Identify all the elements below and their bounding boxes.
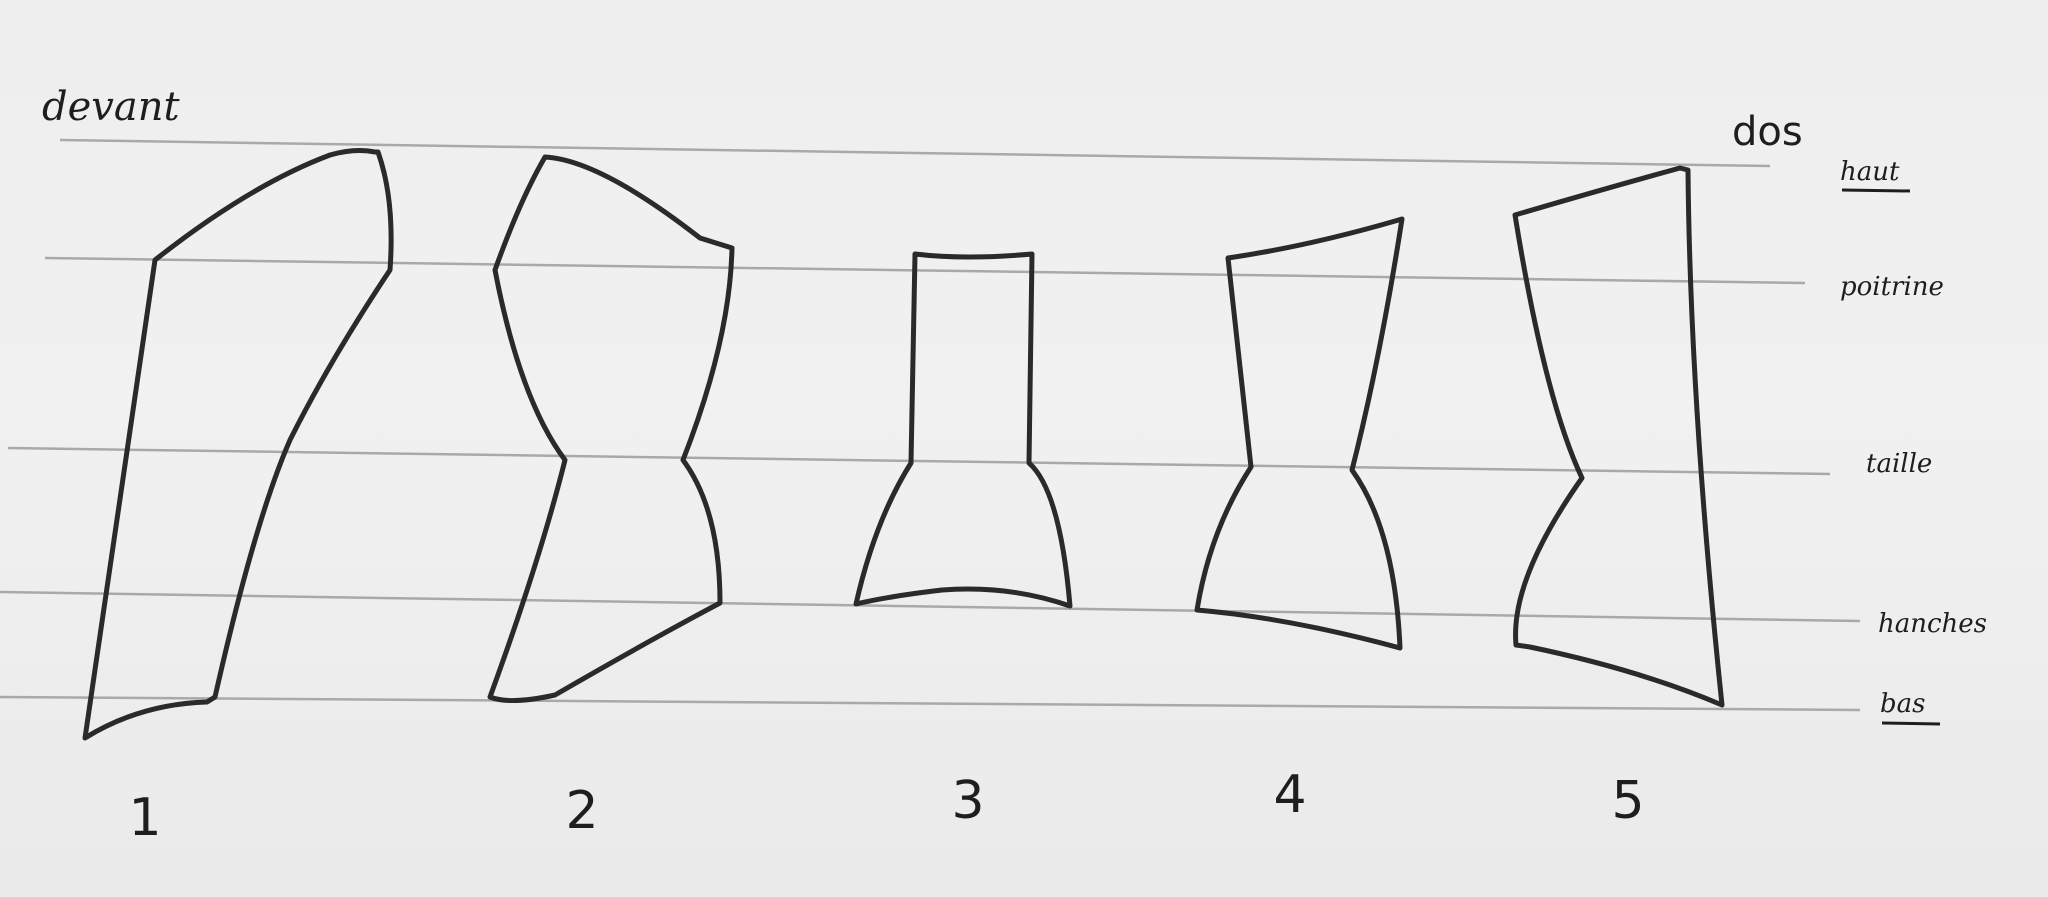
guide-line-hips: [0, 590, 1861, 623]
pattern-piece-4: [1194, 216, 1405, 651]
level-label-waist: taille: [1866, 449, 1932, 479]
level-label-bust: poitrine: [1840, 272, 1944, 302]
level-label-bottom: bas: [1880, 689, 1926, 719]
guide-line-waist: [7, 446, 1831, 476]
pattern-piece-3: [853, 251, 1073, 609]
piece-number-2: 2: [565, 781, 598, 841]
level-label-top-underline: [1841, 188, 1911, 193]
pattern-pieces: [82, 148, 1725, 741]
piece-number-5: 5: [1611, 771, 1644, 831]
guide-line-bust: [44, 256, 1806, 285]
guide-lines: [0, 138, 1861, 712]
pattern-piece-1: [82, 148, 394, 741]
level-label-top: haut: [1840, 157, 1900, 187]
pattern-piece-5: [1512, 165, 1725, 708]
level-label-bottom-underline: [1881, 721, 1941, 726]
guide-line-bottom: [0, 695, 1861, 712]
piece-number-1: 1: [128, 788, 161, 848]
front-label: devant: [42, 84, 180, 130]
level-label-hips: hanches: [1878, 609, 1987, 639]
piece-number-4: 4: [1273, 765, 1306, 825]
piece-number-3: 3: [951, 771, 984, 831]
pattern-piece-2: [487, 154, 735, 704]
guide-line-top: [59, 138, 1771, 168]
back-label: dos: [1732, 109, 1803, 155]
